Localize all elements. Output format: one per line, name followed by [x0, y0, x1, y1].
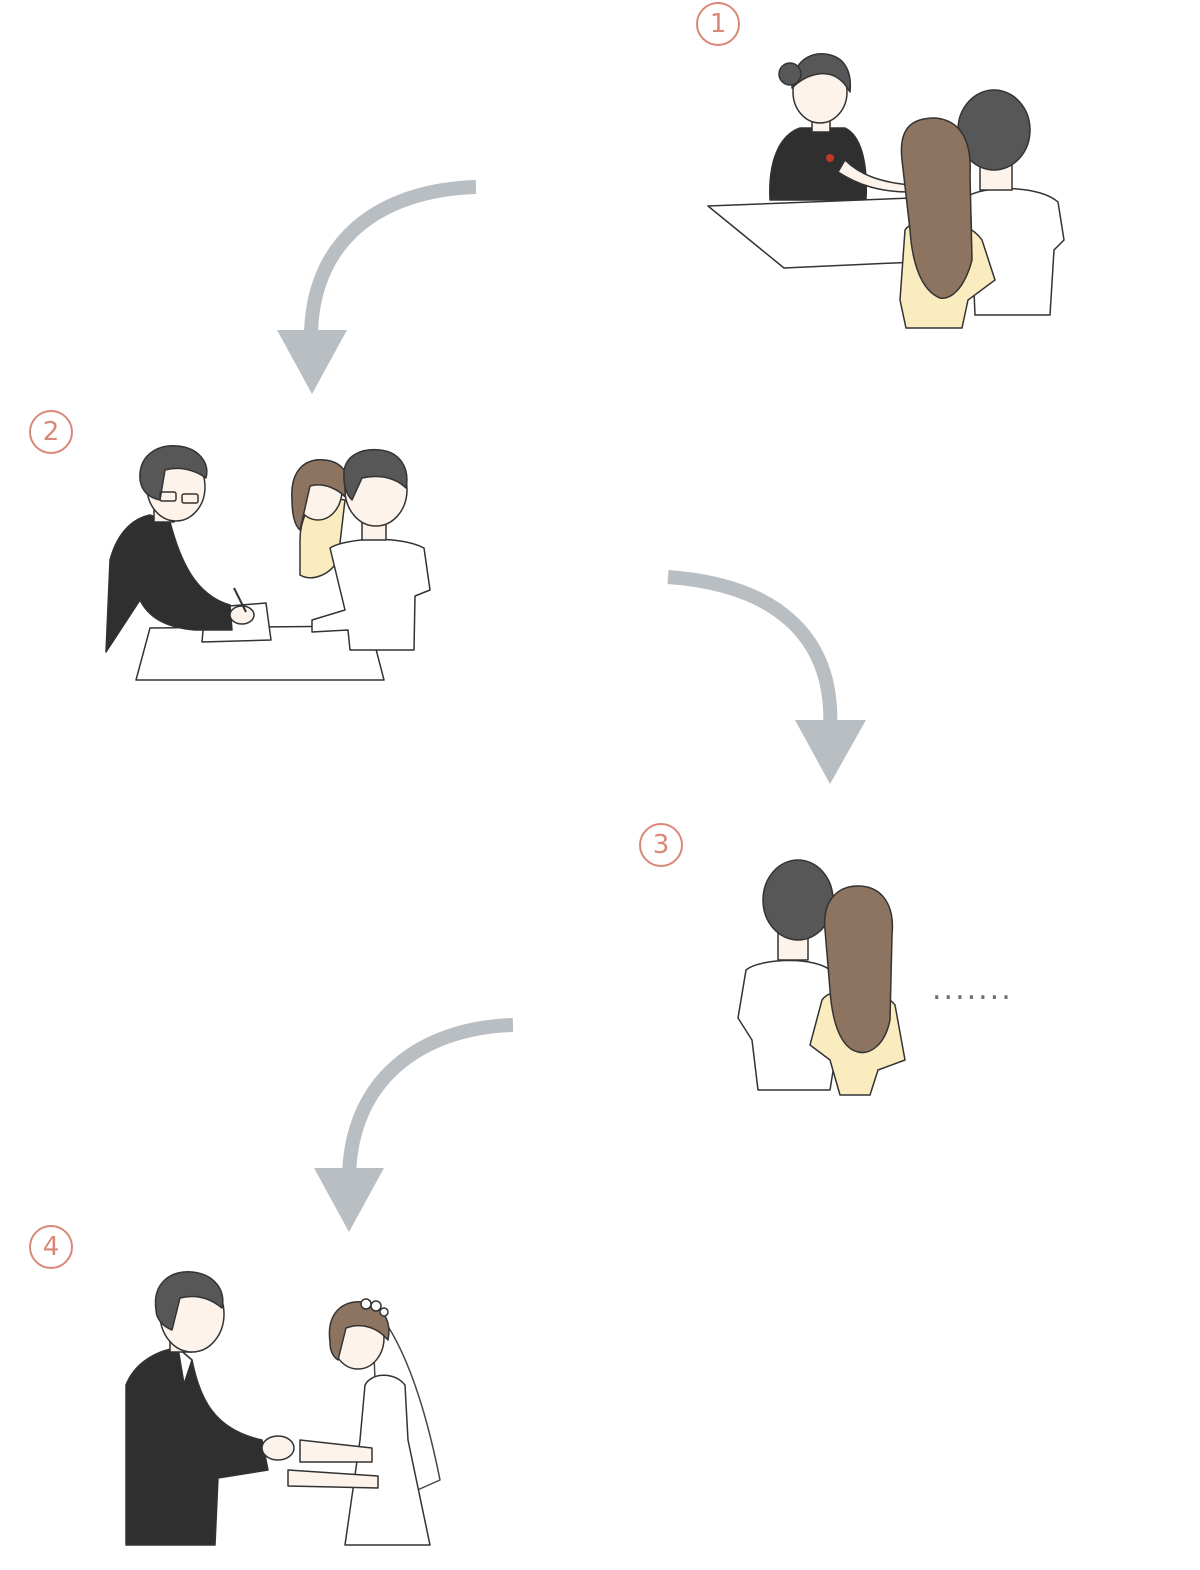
step-number-3: 3 [639, 823, 683, 867]
ellipsis: ....... [932, 972, 1013, 1007]
step-number-4: 4 [29, 1225, 73, 1269]
step-number-1: 1 [696, 2, 740, 46]
step-number-2: 2 [29, 410, 73, 454]
